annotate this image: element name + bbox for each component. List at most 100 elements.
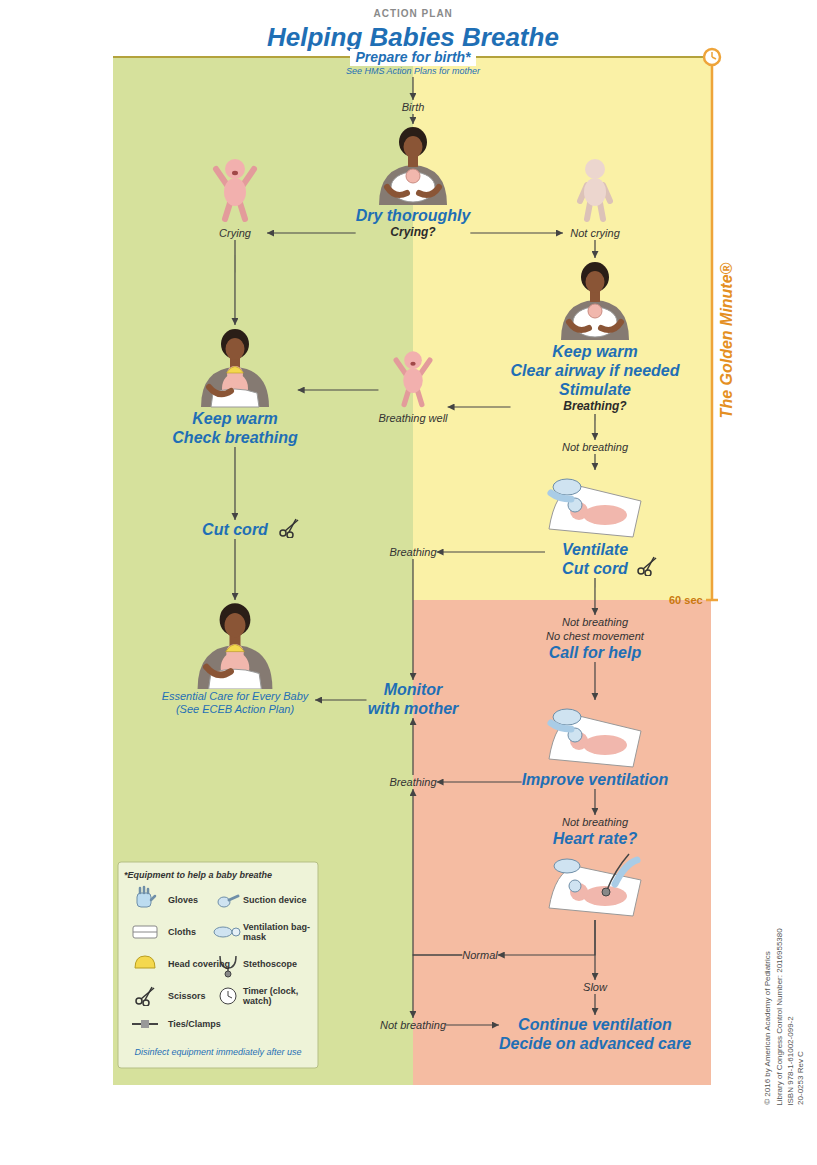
flow-step: Birth: [402, 100, 425, 114]
gloves-icon: [140, 887, 155, 900]
title-box: Helping Babies Breathe: [267, 22, 559, 52]
action-text: Ventilate: [545, 540, 645, 559]
flow-arrow: [412, 718, 413, 775]
flow-arrow: [413, 955, 462, 1018]
legend-heading: *Equipment to help a baby breathe: [124, 870, 272, 881]
flow-arrow: [448, 406, 511, 407]
legend-text: Timer (clock, watch): [243, 986, 313, 1006]
timeline-label: The Golden Minute®: [717, 262, 736, 418]
heart-rate-picture: [549, 854, 641, 916]
yellow-band: [413, 57, 711, 600]
outcome-label: Crying: [203, 150, 267, 240]
legend-text: Stethoscope: [243, 959, 313, 969]
action-text: Stimulate: [511, 380, 680, 399]
legend-item: Timer (clock, watch): [243, 986, 313, 1006]
copyright-line: ISBN 978-1-61002-099-2: [785, 1016, 795, 1105]
action-step: Continue ventilationDecide on advanced c…: [499, 1015, 691, 1053]
timer-symbol: [704, 49, 720, 65]
outcome-text: Not breathing: [562, 440, 628, 454]
connector-group: [235, 77, 595, 1025]
note-text: See HMS Action Plans for mother: [346, 66, 480, 77]
outcome-label: Breathing: [389, 775, 436, 789]
outcome-label: Not breathing: [380, 1018, 446, 1032]
cloths-icon: [133, 926, 157, 938]
flow-arrow: [234, 240, 235, 325]
head-covering-icon: [135, 956, 155, 968]
timer-icon: [220, 988, 236, 1004]
mother-figure: [561, 262, 629, 340]
legend-text: Gloves: [168, 895, 238, 905]
baby-in-cloth: [569, 304, 621, 337]
legend-item: Ties/Clamps: [168, 1019, 238, 1029]
legend-text: Head covering: [168, 959, 238, 969]
outcome-text: No chest movement: [546, 629, 644, 643]
action-step: Keep warmClear airway if neededStimulate…: [511, 258, 680, 414]
legend-item: Scissors: [168, 991, 238, 1001]
timer-symbol: [712, 52, 716, 59]
ties-icon: [132, 1020, 158, 1028]
timeline-label-box: The Golden Minute®: [717, 262, 736, 418]
action-text: Heart rate?: [545, 829, 645, 848]
legend-item: Head covering: [168, 959, 238, 969]
action-text: Keep warm: [511, 342, 680, 361]
legend-text: Suction device: [243, 895, 313, 905]
outcome-label: Not crying: [563, 150, 627, 240]
action-text: Cut cord: [202, 520, 268, 539]
flow-arrow: [267, 232, 356, 233]
legend-heading-box: *Equipment to help a baby breathe: [124, 870, 272, 881]
flow-arrow: [412, 559, 413, 680]
action-step: VentilateCut cord: [545, 470, 645, 578]
action-step: Improve ventilation: [522, 700, 669, 789]
flow-arrow: [446, 1024, 499, 1025]
baby-skin-to-skin: [209, 366, 259, 407]
time-mark-box: 60 sec: [669, 593, 703, 607]
suction-icon: [229, 896, 238, 900]
limp-baby: [580, 159, 610, 219]
gloves-icon: [137, 887, 155, 907]
cloths-icon: [133, 932, 157, 933]
timer-icon: [220, 988, 236, 1004]
action-text: Monitor with mother: [367, 680, 460, 718]
flow-arrow: [315, 699, 367, 700]
action-step: Dry thoroughlyCrying?: [356, 124, 471, 240]
flow-arrow: [594, 240, 595, 258]
bag-mask-icon: [214, 927, 232, 937]
outcome-text: Normal: [462, 948, 497, 962]
outcome-text: Breathing: [389, 775, 436, 789]
time-mark: 60 sec: [669, 593, 703, 607]
legend-item: Gloves: [168, 895, 238, 905]
legend-text: Cloths: [168, 927, 238, 937]
action-text: Continue ventilation: [499, 1015, 691, 1034]
action-step: Not breathingNo chest movementCall for h…: [546, 615, 644, 662]
flow-arrow: [594, 578, 595, 615]
flow-arrow: [234, 539, 235, 600]
action-text: Dry thoroughly: [356, 206, 471, 225]
outcome-label: Not breathing: [562, 440, 628, 454]
outcome-label: Normal: [462, 948, 497, 962]
mother-figure: [198, 603, 273, 689]
outcome-text: Slow: [583, 980, 607, 994]
timeline-tick: [706, 599, 718, 602]
bag-mask-picture: [549, 709, 641, 767]
action-text: Clear airway if needed: [511, 361, 680, 380]
action-text: Call for help: [546, 643, 644, 662]
baby-in-cloth: [387, 169, 439, 202]
action-step: Keep warmCheck breathing: [172, 325, 297, 447]
outcome-label: Slow: [583, 980, 607, 994]
action-text: Decide on advanced care: [499, 1034, 691, 1053]
flow-arrow: [412, 114, 413, 124]
copyright-line-box: © 2016 by American Academy of Pediatrics: [763, 951, 773, 1105]
outcome-text: Breathing: [389, 545, 436, 559]
breathing-baby: [396, 351, 430, 404]
flow-arrow: [594, 414, 595, 440]
baby-skin-to-skin: [206, 644, 261, 689]
ties-icon: [141, 1020, 149, 1028]
question-text: Crying?: [356, 225, 471, 240]
flow-arrow: [594, 994, 595, 1015]
care-caption: Essential Care for Every Baby (See ECEB …: [155, 600, 315, 716]
legend-note-box: Disinfect equipment immediately after us…: [135, 1047, 302, 1058]
legend-text: Scissors: [168, 991, 238, 1001]
